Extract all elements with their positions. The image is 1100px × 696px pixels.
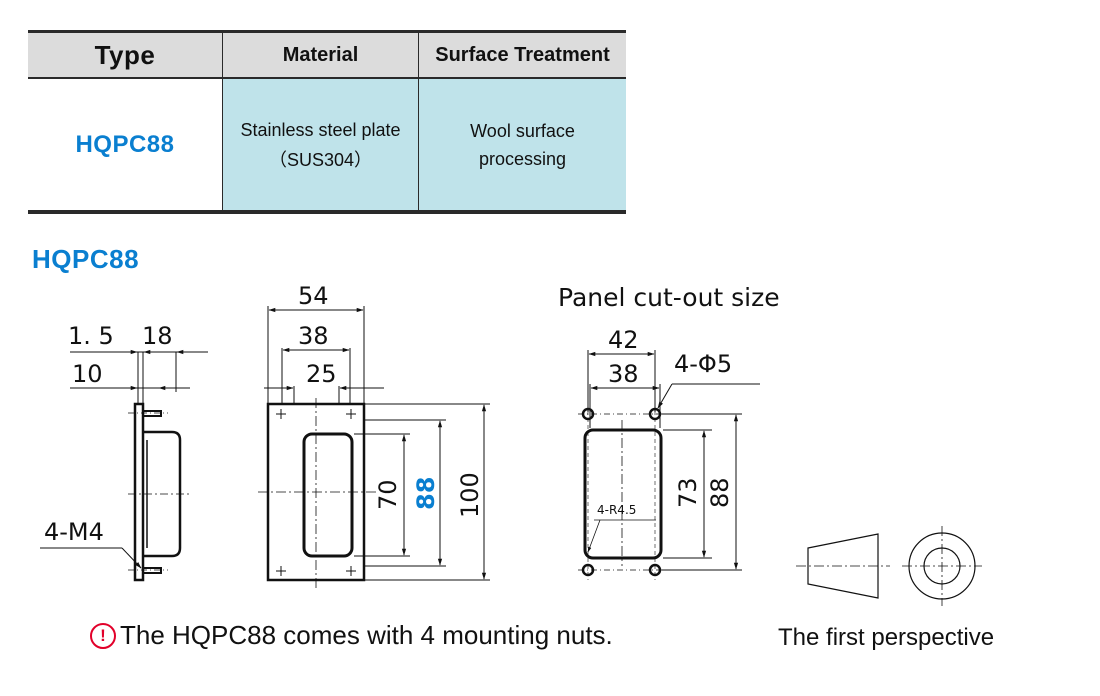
side-view [40, 349, 208, 582]
perspective-label: The first perspective [778, 624, 995, 651]
front-view [258, 306, 490, 590]
note-text: The HQPC88 comes with 4 mounting nuts. [120, 620, 613, 650]
header-type: Type [94, 39, 156, 70]
surface-line-1: Wool surface [470, 120, 575, 141]
cutout-view [578, 350, 760, 580]
cutout-title: Panel cut-out size [558, 283, 780, 312]
dim-18: 18 [142, 322, 173, 350]
dim-54: 54 [298, 282, 329, 310]
table-bottom-rule [28, 210, 626, 214]
dim-25: 25 [306, 360, 337, 388]
material-line-2: （SUS304） [268, 149, 373, 170]
exclamation-circle-icon: ! [90, 622, 116, 649]
thread-callout: 4-M4 [44, 518, 104, 546]
cell-type: HQPC88 [75, 130, 175, 158]
dim-38: 38 [298, 322, 329, 350]
dim-10: 10 [72, 360, 103, 388]
material-line-1: Stainless steel plate [240, 119, 401, 140]
cutout-radius: 4-R4.5 [597, 503, 636, 517]
cutout-dim-42: 42 [608, 326, 639, 354]
dim-1-5: 1. 5 [68, 322, 114, 350]
surface-line-2: processing [478, 148, 567, 169]
mounting-nuts-note: ! The HQPC88 comes with 4 mounting nuts. [90, 620, 613, 651]
header-material: Material [222, 33, 418, 77]
cutout-dim-38: 38 [608, 360, 639, 388]
spec-table: Type Material Surface Treatment HQPC88 S… [28, 30, 626, 214]
table-top-rule [28, 30, 626, 33]
first-angle-projection-symbol [796, 526, 982, 606]
dim-88-highlight: 88 [412, 477, 440, 510]
cell-material: Stainless steel plate （SUS304） [222, 79, 418, 210]
cutout-dim-73: 73 [674, 477, 702, 508]
dim-70: 70 [374, 479, 402, 510]
table-header-row: Type Material Surface Treatment [28, 33, 626, 79]
cutout-holes: 4-Φ5 [674, 350, 732, 378]
cell-surface-treatment: Wool surface processing [418, 79, 626, 210]
cutout-dim-88: 88 [706, 477, 734, 508]
dim-100: 100 [456, 472, 484, 518]
header-surface-treatment: Surface Treatment [418, 33, 626, 77]
section-title: HQPC88 [32, 244, 140, 274]
table-row: HQPC88 Stainless steel plate （SUS304） Wo… [28, 79, 626, 210]
